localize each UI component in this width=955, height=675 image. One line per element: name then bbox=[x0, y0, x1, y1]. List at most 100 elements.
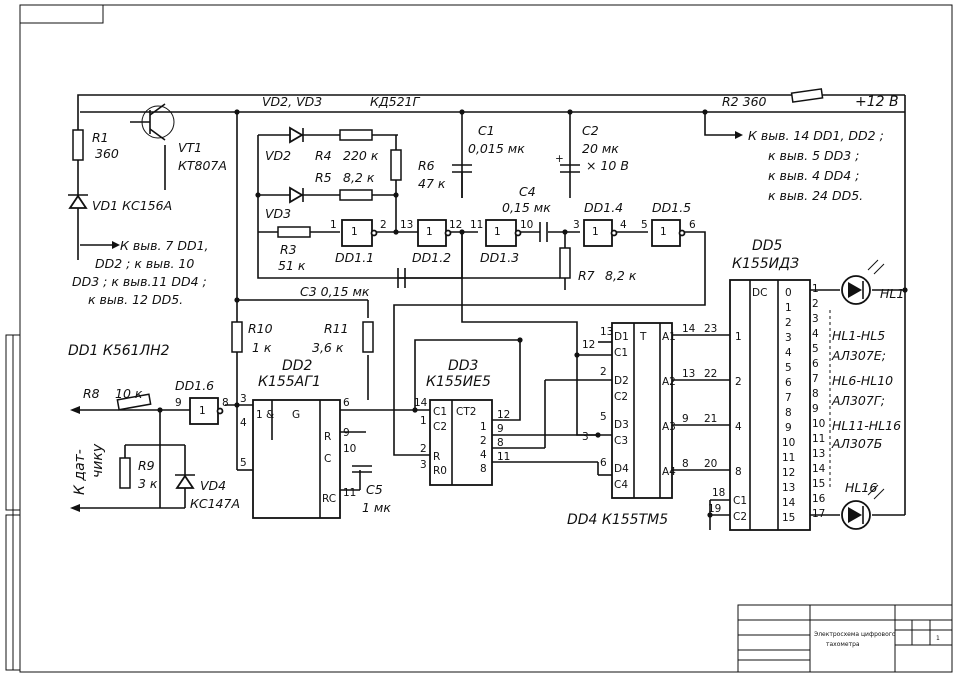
r7-value: 8,2 к bbox=[605, 268, 637, 283]
svg-text:A4: A4 bbox=[662, 466, 676, 478]
r6-ref: R6 bbox=[418, 158, 435, 173]
svg-text:12: 12 bbox=[582, 339, 595, 351]
svg-text:2: 2 bbox=[480, 435, 487, 447]
svg-text:D1: D1 bbox=[614, 331, 629, 343]
svg-text:8: 8 bbox=[497, 437, 504, 449]
svg-text:к выв. 4 DD4 ;: к выв. 4 DD4 ; bbox=[768, 168, 859, 183]
vt1-type: КТ807А bbox=[178, 158, 227, 173]
led-groups-legend: HL1-HL5 АЛ307Е; HL6-HL10 АЛ307Г; HL11-HL… bbox=[829, 310, 901, 490]
svg-text:20: 20 bbox=[704, 458, 717, 470]
svg-text:2: 2 bbox=[735, 376, 742, 388]
svg-text:R: R bbox=[433, 451, 440, 463]
drawing-frame bbox=[5, 4, 953, 673]
chip-dd5: DC 1 2 4 8 C1 C2 18 19 bbox=[708, 279, 811, 531]
c4-ref: C4 bbox=[519, 184, 536, 199]
r8-value: 10 к bbox=[115, 386, 143, 401]
vd1-label: VD1 КС156А bbox=[92, 198, 172, 213]
r5-ref: R5 bbox=[315, 170, 332, 185]
led-hl16 bbox=[841, 484, 885, 530]
svg-text:3: 3 bbox=[420, 459, 427, 471]
vd2-ref: VD2 bbox=[265, 148, 291, 163]
svg-text:1: 1 bbox=[812, 283, 819, 295]
svg-text:C1: C1 bbox=[614, 347, 628, 359]
c2-value: 20 мк bbox=[582, 141, 619, 156]
gate-dd1-3: 1 11 10 bbox=[470, 219, 533, 247]
svg-text:6: 6 bbox=[785, 377, 792, 389]
svg-text:16: 16 bbox=[812, 493, 826, 505]
resistor-r1 bbox=[72, 129, 84, 161]
svg-text:4: 4 bbox=[785, 347, 792, 359]
svg-text:C4: C4 bbox=[614, 479, 628, 491]
r7-ref: R7 bbox=[578, 268, 595, 283]
svg-text:9: 9 bbox=[497, 423, 504, 435]
r4-ref: R4 bbox=[315, 148, 332, 163]
svg-text:14: 14 bbox=[812, 463, 826, 475]
svg-text:A3: A3 bbox=[662, 421, 676, 433]
svg-text:8: 8 bbox=[480, 463, 487, 475]
gate-dd1-2: 1 13 12 bbox=[400, 219, 462, 247]
svg-text:DC: DC bbox=[752, 287, 767, 299]
svg-text:21: 21 bbox=[704, 413, 717, 425]
dd2-type: К155АГ1 bbox=[258, 374, 321, 390]
note-left: К выв. 7 DD1, DD2 ; к выв. 10 DD3 ; к вы… bbox=[72, 238, 209, 307]
svg-text:1: 1 bbox=[426, 226, 433, 238]
svg-text:К дат-: К дат- bbox=[72, 449, 88, 495]
led-hl1 bbox=[841, 259, 885, 305]
svg-text:7: 7 bbox=[812, 373, 819, 385]
r4-value: 220 к bbox=[343, 148, 379, 163]
svg-text:4: 4 bbox=[620, 219, 627, 231]
svg-text:3: 3 bbox=[573, 219, 580, 231]
r6-value: 47 к bbox=[418, 176, 446, 191]
title-block: Электросхема цифрового тахометра 1 bbox=[737, 604, 953, 673]
zener-vd1 bbox=[68, 194, 88, 209]
svg-text:7: 7 bbox=[785, 392, 792, 404]
dd3-type: К155ИЕ5 bbox=[426, 374, 491, 390]
dd3-ref: DD3 bbox=[448, 358, 478, 374]
svg-text:CT2: CT2 bbox=[456, 406, 476, 418]
svg-text:2: 2 bbox=[380, 219, 387, 231]
gate-dd1-1: 1 1 2 bbox=[330, 219, 387, 247]
svg-text:3: 3 bbox=[582, 431, 589, 443]
resistor-r6 bbox=[390, 149, 402, 181]
svg-text:14: 14 bbox=[782, 497, 796, 509]
svg-text:A2: A2 bbox=[662, 376, 676, 388]
r8-ref: R8 bbox=[83, 386, 100, 401]
c1-value: 0,015 мк bbox=[468, 141, 525, 156]
capacitor-c1 bbox=[452, 164, 472, 198]
resistor-r10 bbox=[231, 321, 243, 353]
svg-text:1: 1 bbox=[330, 219, 337, 231]
diode-vd3 bbox=[289, 186, 304, 204]
svg-text:4: 4 bbox=[812, 328, 819, 340]
c1-ref: C1 bbox=[478, 123, 495, 138]
svg-text:4: 4 bbox=[735, 421, 742, 433]
vd4-type: КС147А bbox=[190, 496, 240, 511]
svg-text:12: 12 bbox=[497, 409, 510, 421]
c2-ref: C2 bbox=[582, 123, 599, 138]
chip-dd3: C1 C2 CT2 R R0 1 2 4 8 14 1 2 3 12 9 8 1… bbox=[414, 397, 510, 486]
svg-text:8: 8 bbox=[222, 397, 229, 409]
resistor-r8 bbox=[116, 393, 152, 411]
svg-text:22: 22 bbox=[704, 368, 717, 380]
chip-dd2: 1 & G R C RC 3 4 5 6 9 10 11 bbox=[240, 393, 356, 519]
diode-vd2 bbox=[289, 126, 304, 144]
r3-value: 51 к bbox=[278, 258, 306, 273]
dd1-1-label: DD1.1 bbox=[335, 250, 374, 265]
resistor-r3 bbox=[277, 226, 311, 238]
note-right: К выв. 14 DD1, DD2 ; к выв. 5 DD3 ; к вы… bbox=[735, 128, 884, 203]
dd5-output-numbers: 0 1 2 3 4 5 6 7 8 9 10 11 12 13 14 15 bbox=[782, 287, 796, 524]
svg-text:9: 9 bbox=[343, 427, 350, 439]
svg-text:3: 3 bbox=[785, 332, 792, 344]
svg-text:6: 6 bbox=[600, 457, 607, 469]
svg-text:HL6-HL10: HL6-HL10 bbox=[832, 373, 893, 388]
dd1-3-label: DD1.3 bbox=[480, 250, 519, 265]
svg-text:C2: C2 bbox=[614, 391, 628, 403]
dd4-label: DD4 К155ТМ5 bbox=[567, 512, 668, 528]
svg-text:8: 8 bbox=[735, 466, 742, 478]
svg-text:8: 8 bbox=[812, 388, 819, 400]
gate-dd1-6: 1 9 8 bbox=[175, 397, 229, 425]
svg-text:RC: RC bbox=[322, 493, 336, 505]
svg-text:12: 12 bbox=[449, 219, 462, 231]
svg-text:АЛ307Е;: АЛ307Е; bbox=[831, 348, 886, 363]
svg-text:1: 1 bbox=[480, 421, 487, 433]
svg-text:6: 6 bbox=[343, 397, 350, 409]
